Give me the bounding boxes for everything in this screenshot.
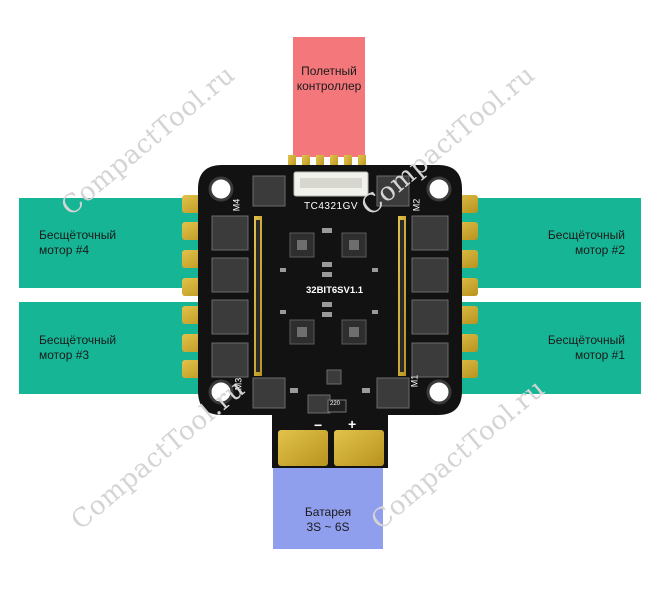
battery-pads xyxy=(278,430,384,466)
passive-components xyxy=(280,228,378,393)
corner-mosfets xyxy=(252,175,410,409)
m2-label: M2 xyxy=(411,198,422,212)
plus-label: + xyxy=(348,416,357,432)
capacitor xyxy=(307,394,331,414)
motor-3-label: Бесщёточный мотор #3 xyxy=(19,302,205,394)
chip-label: TC4321GV xyxy=(304,201,359,212)
model-label: 32BIT6SV1.1 xyxy=(306,285,364,296)
minus-label: − xyxy=(314,417,323,433)
motor-1-label: Бесщёточный мотор #1 xyxy=(455,302,641,394)
mcu-chip xyxy=(326,369,342,385)
cap-label: 220 xyxy=(330,401,341,407)
right-mosfets xyxy=(411,215,449,378)
mounting-holes xyxy=(208,176,452,405)
connector-pins xyxy=(288,155,366,169)
m4-label: M4 xyxy=(231,198,242,212)
motor-2-label: Бесщёточный мотор #2 xyxy=(455,198,641,288)
left-mosfets xyxy=(211,215,249,378)
flight-controller-label: Полетный контроллер xyxy=(293,37,365,157)
motor-4-label: Бесщёточный мотор #4 xyxy=(19,198,205,288)
m1-label: M1 xyxy=(409,374,420,388)
